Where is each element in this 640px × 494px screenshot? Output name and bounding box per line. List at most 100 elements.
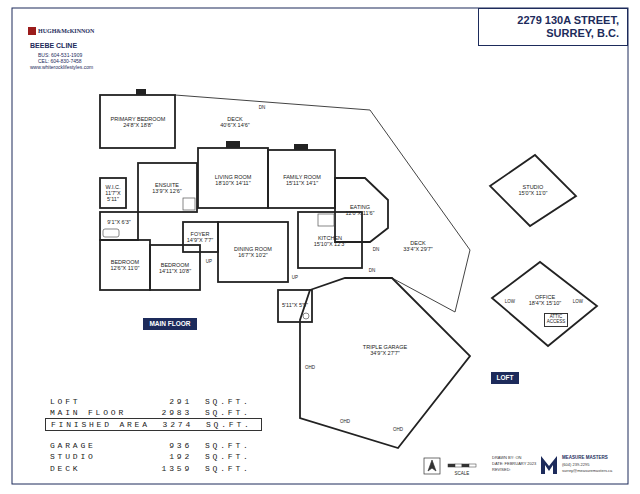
room-text: 34'9"X 27'7": [363, 350, 407, 356]
wall: [100, 95, 175, 148]
room-text: 5'11"X 5'9": [282, 302, 308, 308]
room-text: PRIMARY BEDROOM: [111, 116, 166, 122]
room: FOYER14'9"X 7'7": [187, 231, 214, 244]
room-text: LIVING ROOM: [215, 174, 252, 180]
wall: [100, 95, 470, 448]
deck: DECK33'4"X 29'7": [403, 240, 433, 253]
fixture: [103, 198, 334, 319]
area-cell: SQ.FT.: [205, 442, 251, 450]
compass: [424, 458, 440, 474]
room-text: DINING ROOM: [234, 246, 272, 252]
room-text: 15'11"X 14'1": [283, 180, 321, 186]
wall: [183, 222, 218, 252]
deck-outline: [175, 95, 470, 312]
area-cell: DECK: [50, 465, 80, 473]
area-total-text: FINISHED AREA: [51, 421, 150, 429]
agent-phone: BUS: 604-531-1909: [38, 53, 82, 59]
studio-outline: [490, 155, 576, 226]
scale-bar: [448, 464, 455, 467]
floor-tag: LOFT: [491, 372, 520, 383]
area-cell: LOFT: [50, 398, 80, 406]
room: 5'11"X 5'9": [282, 302, 308, 308]
area-cell: SQ.FT.: [205, 398, 251, 406]
room-text: ENSUITE: [152, 182, 182, 188]
room: OFFICE18'4"X 15'10": [529, 294, 562, 307]
room: BEDROOM12'6"X 11'0": [110, 259, 139, 272]
room-text: 15'10"X 12'3": [314, 241, 347, 247]
room-text: 14'9"X 7'7": [187, 237, 214, 243]
stair-note: DN: [373, 248, 380, 253]
room: EATING12'0"X 11'6": [345, 204, 374, 217]
area-cell: 936: [169, 442, 192, 450]
floor-tag: MAIN FLOOR: [143, 318, 196, 329]
door-note: OHD: [393, 428, 403, 433]
deck: DECK40'6"X 14'6": [220, 116, 250, 129]
ceiling-note: LOW: [573, 300, 583, 305]
wall: [278, 290, 312, 322]
room: PRIMARY BEDROOM24'8"X 18'8": [111, 116, 166, 129]
credit-text: DRAWN BY: ON: [492, 456, 521, 460]
room: KITCHEN15'10"X 12'3": [314, 235, 347, 248]
stair-note: DN: [259, 106, 266, 111]
brokerage-logo: HUGH&McKINNON: [38, 28, 94, 35]
fireplace: [226, 141, 240, 148]
scale-bar: [448, 464, 476, 467]
deck-text: DECK: [220, 116, 250, 122]
wall: [300, 278, 470, 448]
room-text: 9'1"X 6'3": [107, 219, 130, 225]
room-text: BEDROOM: [110, 259, 139, 265]
scale-bar: [455, 464, 462, 467]
room-text: TRIPLE GARAGE: [363, 344, 407, 350]
credit-text: REVISED:: [492, 468, 511, 472]
area-cell: 291: [169, 398, 192, 406]
room-text: 15'0"X 11'0": [518, 190, 547, 196]
page-frame: [12, 8, 628, 484]
area-cell: MAIN FLOOR: [50, 409, 126, 417]
room-text: OFFICE: [529, 294, 562, 300]
room: TRIPLE GARAGE34'9"X 27'7": [363, 344, 407, 357]
room: W.I.C.11'7"X 5'11": [101, 184, 125, 203]
area-total: FINISHED AREA 3274 SQ.FT.: [45, 418, 262, 431]
wall: [100, 212, 138, 240]
credit-text: surrey@measuremasters.ca: [562, 469, 612, 473]
room: DINING ROOM16'7"X 10'2": [234, 246, 272, 259]
room-text: 18'4"X 15'10": [529, 300, 562, 306]
room: ENSUITE13'9"X 12'6": [152, 182, 182, 195]
fixture: [183, 198, 195, 210]
door-note: OHD: [340, 420, 350, 425]
attic-hatch-text: ATTIC ACCESS: [547, 315, 566, 325]
attic-hatch: ATTIC ACCESS: [544, 313, 569, 327]
room-text: 13'9"X 12'6": [152, 188, 182, 194]
deck-text: 40'6"X 14'6": [220, 122, 250, 128]
room-text: EATING: [345, 204, 374, 210]
area-cell: SQ.FT.: [205, 453, 251, 461]
room-text: 14'11"X 10'8": [159, 268, 191, 274]
room-text: W.I.C.: [101, 184, 125, 190]
credit-text: DATE: FEBRUARY 2023: [492, 462, 536, 466]
area-cell: 192: [169, 453, 192, 461]
room: STUDIO15'0"X 11'0": [518, 184, 547, 197]
room-text: 16'7"X 10'2": [234, 252, 272, 258]
area-total-text: 3274: [163, 421, 193, 429]
room: BEDROOM14'11"X 10'8": [159, 262, 191, 275]
room-text: FAMILY ROOM: [283, 174, 321, 180]
room: 9'1"X 6'3": [107, 219, 130, 225]
deck-outline: [175, 95, 470, 312]
credit-text: (604) 239-2295: [562, 463, 589, 467]
surveyor-logo: [541, 456, 557, 474]
address-title: 2279 130A STREET, SURREY, B.C.: [478, 8, 628, 46]
compass: [428, 460, 436, 471]
area-total-text: SQ.FT.: [206, 421, 252, 429]
room: FAMILY ROOM15'11"X 14'1": [283, 174, 321, 187]
room-text: 11'7"X 5'11": [101, 190, 125, 203]
fixture: [103, 229, 119, 237]
ceiling-note: LOW: [505, 300, 515, 305]
compass: [424, 458, 440, 474]
wall: [100, 240, 150, 290]
room-text: FOYER: [187, 231, 214, 237]
room-text: BEDROOM: [159, 262, 191, 268]
area-cell: STUDIO: [50, 453, 96, 461]
wall: [268, 150, 335, 208]
